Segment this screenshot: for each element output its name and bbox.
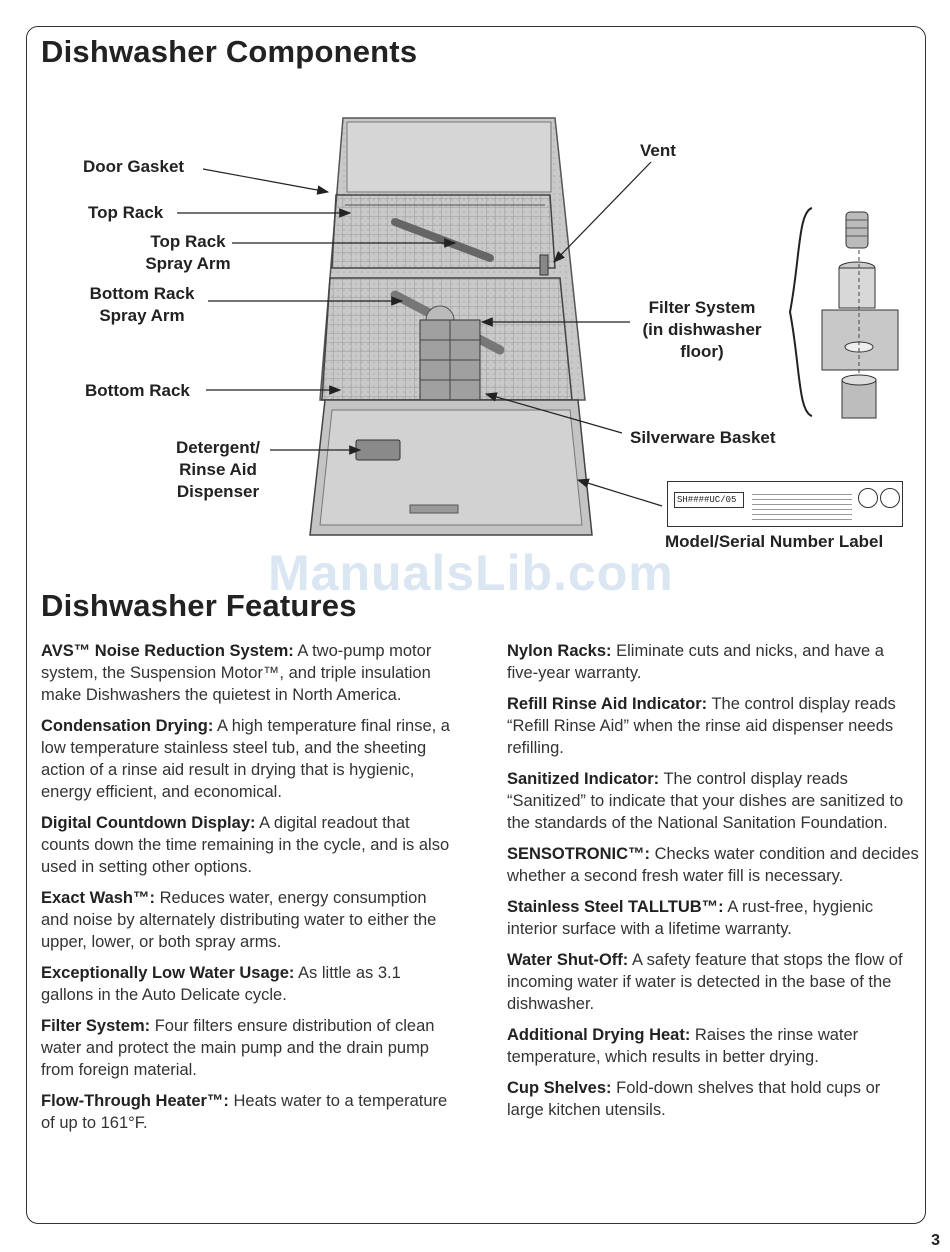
feature-description: Reduces water, energy consumption and no… <box>41 889 437 951</box>
feature-item: Additional Drying Heat: Raises the rinse… <box>507 1024 919 1068</box>
model-serial-plate: SH####UC/05 <box>667 481 903 527</box>
feature-item: Filter System: Four filters ensure distr… <box>41 1015 453 1081</box>
plate-fine-print <box>752 490 852 520</box>
feature-item: Exact Wash™: Reduces water, energy consu… <box>41 887 453 953</box>
feature-item: Cup Shelves: Fold-down shelves that hold… <box>507 1077 919 1121</box>
callout-line: Top Rack <box>150 232 226 251</box>
feature-name: Cup Shelves: <box>507 1079 612 1097</box>
feature-description: Eliminate cuts and nicks, and have a fiv… <box>507 642 884 682</box>
feature-name: Exact Wash™: <box>41 889 156 907</box>
feature-name: AVS™ Noise Reduction System: <box>41 642 294 660</box>
page-frame <box>26 26 926 1224</box>
feature-item: AVS™ Noise Reduction System: A two-pump … <box>41 640 453 706</box>
callout-line: Spray Arm <box>99 306 185 325</box>
feature-item: Water Shut-Off: A safety feature that st… <box>507 949 919 1015</box>
feature-item: Digital Countdown Display: A digital rea… <box>41 812 453 878</box>
feature-name: Stainless Steel TALLTUB™: <box>507 898 724 916</box>
feature-description: The control display reads “Sanitized” to… <box>507 770 904 832</box>
feature-description: A two-pump motor system, the Suspension … <box>41 642 432 704</box>
feature-description: Fold-down shelves that hold cups or larg… <box>507 1079 881 1119</box>
callout-door-gasket: Door Gasket <box>83 157 185 176</box>
feature-description: The control display reads “Refill Rinse … <box>507 695 896 757</box>
feature-name: Filter System: <box>41 1017 151 1035</box>
feature-description: A rust-free, hygienic interior surface w… <box>507 898 874 938</box>
feature-name: Flow-Through Heater™: <box>41 1092 229 1110</box>
callout-filter-system: Filter System (in dishwasher floor) <box>628 297 776 363</box>
feature-item: Stainless Steel TALLTUB™: A rust-free, h… <box>507 896 919 940</box>
feature-description: A safety feature that stops the flow of … <box>507 951 903 1013</box>
feature-item: Sanitized Indicator: The control display… <box>507 768 919 834</box>
feature-item: Nylon Racks: Eliminate cuts and nicks, a… <box>507 640 919 684</box>
callout-line: Filter System <box>648 298 756 317</box>
certification-mark-icon <box>880 488 900 508</box>
certification-mark-icon <box>858 488 878 508</box>
callout-vent: Vent <box>640 141 676 160</box>
features-right-column: Nylon Racks: Eliminate cuts and nicks, a… <box>507 640 919 1130</box>
feature-name: Digital Countdown Display: <box>41 814 256 832</box>
feature-name: Water Shut-Off: <box>507 951 629 969</box>
callout-silverware-basket: Silverware Basket <box>630 428 776 447</box>
feature-name: Sanitized Indicator: <box>507 770 660 788</box>
feature-description: A digital readout that counts down the t… <box>41 814 450 876</box>
feature-description: Raises the rinse water temperature, whic… <box>507 1026 859 1066</box>
features-left-column: AVS™ Noise Reduction System: A two-pump … <box>41 640 453 1143</box>
watermark: ManualsLib.com <box>268 545 674 601</box>
callout-bottom-rack-spray-arm: Bottom Rack Spray Arm <box>80 283 204 327</box>
callout-line: (in dishwasher <box>642 320 762 339</box>
callout-top-rack: Top Rack <box>88 203 164 222</box>
feature-name: Condensation Drying: <box>41 717 214 735</box>
plate-model-number: SH####UC/05 <box>674 492 744 508</box>
feature-name: Refill Rinse Aid Indicator: <box>507 695 708 713</box>
feature-name: SENSOTRONIC™: <box>507 845 651 863</box>
feature-name: Exceptionally Low Water Usage: <box>41 964 295 982</box>
feature-description: As little as 3.1 gallons in the Auto Del… <box>41 964 401 1004</box>
callout-line: Rinse Aid <box>179 460 257 479</box>
feature-description: Four filters ensure distribution of clea… <box>41 1017 435 1079</box>
callout-top-rack-spray-arm: Top Rack Spray Arm <box>128 231 248 275</box>
page-number: 3 <box>931 1232 940 1249</box>
callout-line: Dispenser <box>176 482 260 501</box>
feature-item: Condensation Drying: A high temperature … <box>41 715 453 803</box>
feature-item: SENSOTRONIC™: Checks water condition and… <box>507 843 919 887</box>
callout-line: Detergent/ <box>175 438 261 457</box>
feature-description: Heats water to a temperature of up to 16… <box>41 1092 448 1132</box>
feature-description: A high temperature final rinse, a low te… <box>41 717 450 801</box>
feature-description: Checks water condition and decides wheth… <box>507 845 919 885</box>
feature-item: Refill Rinse Aid Indicator: The control … <box>507 693 919 759</box>
callout-bottom-rack: Bottom Rack <box>85 381 190 400</box>
feature-item: Flow-Through Heater™: Heats water to a t… <box>41 1090 453 1134</box>
feature-name: Additional Drying Heat: <box>507 1026 691 1044</box>
feature-name: Nylon Racks: <box>507 642 612 660</box>
callout-model-serial-label: Model/Serial Number Label <box>665 532 884 551</box>
callout-line: Spray Arm <box>145 254 231 273</box>
callout-line: floor) <box>680 342 724 361</box>
features-title: Dishwasher Features <box>41 588 357 623</box>
callout-line: Bottom Rack <box>89 284 195 303</box>
components-title: Dishwasher Components <box>41 34 418 69</box>
feature-item: Exceptionally Low Water Usage: As little… <box>41 962 453 1006</box>
callout-detergent-dispenser: Detergent/ Rinse Aid Dispenser <box>158 437 278 503</box>
